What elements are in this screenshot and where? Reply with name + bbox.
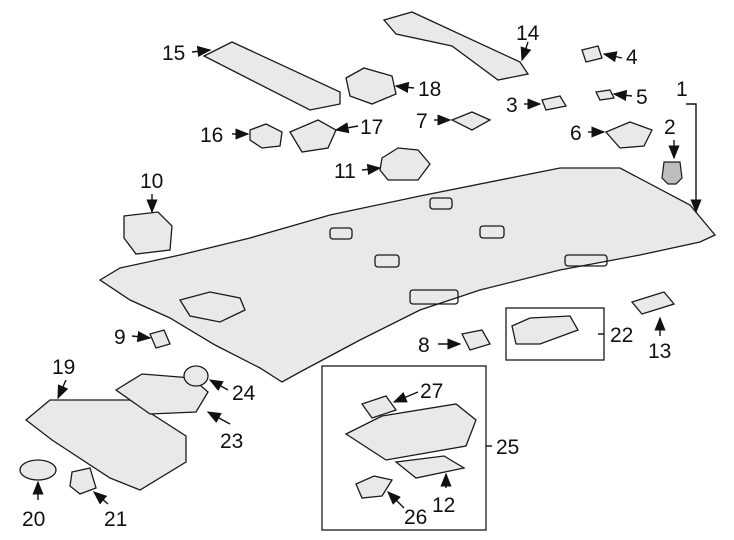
leader-14 xyxy=(520,41,532,62)
callout-17: 17 xyxy=(360,116,383,139)
console-23 xyxy=(114,373,209,415)
lens-12 xyxy=(394,455,466,479)
callout-7: 7 xyxy=(416,110,428,133)
headliner-opening xyxy=(329,227,353,240)
headliner-opening xyxy=(479,225,505,239)
leader-11 xyxy=(361,163,382,175)
clip-5 xyxy=(595,89,615,101)
cover-26 xyxy=(355,475,394,499)
leader-24 xyxy=(208,379,229,392)
callout-20: 20 xyxy=(22,508,45,531)
leader-23 xyxy=(206,411,231,425)
callout-13: 13 xyxy=(648,340,671,363)
pad-16 xyxy=(249,123,283,149)
callout-5: 5 xyxy=(636,86,648,109)
pad-15 xyxy=(202,41,341,111)
leader-19 xyxy=(57,379,69,400)
callout-15: 15 xyxy=(162,42,185,65)
headliner-opening xyxy=(564,254,608,267)
headliner-rear-contour xyxy=(178,291,246,323)
leader-21 xyxy=(92,491,109,505)
callout-3: 3 xyxy=(506,94,518,117)
headliner-opening xyxy=(429,197,453,210)
callout-2: 2 xyxy=(664,116,676,139)
holder-21 xyxy=(69,467,97,495)
callout-10: 10 xyxy=(140,170,163,193)
clip-4 xyxy=(581,45,603,63)
callout-16: 16 xyxy=(200,124,223,147)
callout-1: 1 xyxy=(676,78,688,101)
leader-4 xyxy=(602,51,623,63)
bulb-24 xyxy=(183,365,209,387)
housing-25 xyxy=(344,403,477,461)
callout-19: 19 xyxy=(52,356,75,379)
bracket-3 xyxy=(541,95,568,111)
callout-18: 18 xyxy=(418,78,441,101)
headliner-opening xyxy=(374,254,400,268)
pad-18 xyxy=(345,67,397,105)
headliner-panel xyxy=(98,167,717,383)
leader-9 xyxy=(131,331,152,343)
bracket-8 xyxy=(461,329,491,351)
bracket-27 xyxy=(360,395,398,419)
leader-15 xyxy=(191,45,212,57)
callout-4: 4 xyxy=(626,46,638,69)
grommet-7 xyxy=(450,111,492,131)
handle-22 xyxy=(511,315,579,345)
clip-9 xyxy=(149,329,171,349)
callout-6: 6 xyxy=(570,122,582,145)
cover-20 xyxy=(19,459,57,481)
leader-18 xyxy=(394,81,415,93)
leader-17 xyxy=(334,122,359,134)
callout-23: 23 xyxy=(220,430,243,453)
bracket-17 xyxy=(289,119,337,153)
callout-27: 27 xyxy=(420,380,443,403)
callout-25: 25 xyxy=(496,436,519,459)
callout-8: 8 xyxy=(418,334,430,357)
callout-14: 14 xyxy=(516,22,540,45)
callout-24: 24 xyxy=(232,382,256,405)
callout-12: 12 xyxy=(432,494,455,517)
leader-27 xyxy=(392,391,419,403)
pad-14 xyxy=(382,11,530,81)
pad-6 xyxy=(604,121,653,149)
callout-22: 22 xyxy=(610,324,633,347)
callout-11: 11 xyxy=(334,160,356,183)
lamp-11 xyxy=(379,147,431,181)
headliner-opening xyxy=(409,289,459,305)
leader-26 xyxy=(387,491,405,509)
sun-visor-19 xyxy=(24,399,187,491)
leader-1 xyxy=(686,103,702,214)
clip-2 xyxy=(661,161,683,185)
bracket-10 xyxy=(123,211,173,255)
leader-5 xyxy=(612,89,633,101)
cover-13 xyxy=(630,291,676,315)
callout-9: 9 xyxy=(114,326,126,349)
kit-box-25 xyxy=(321,365,487,531)
callout-21: 21 xyxy=(104,508,127,531)
callout-26: 26 xyxy=(404,506,427,529)
